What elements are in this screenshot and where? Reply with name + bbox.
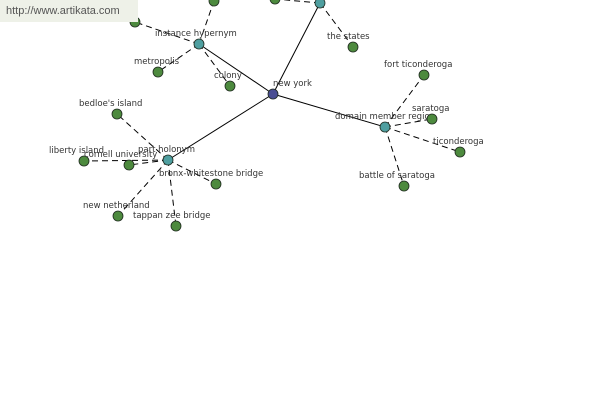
node-circle-saratoga[interactable] (426, 113, 438, 125)
edge-domain-member-region-to-ticonderoga (384, 126, 461, 153)
edge-top-relation-to-the-states (319, 2, 354, 48)
node-top-leaf-2[interactable] (208, 0, 220, 7)
edge-instance-hypernym-to-top-leaf-1 (134, 21, 200, 45)
node-domain-member-region[interactable]: domain member region (335, 112, 435, 133)
node-circle-domain-member-region[interactable] (379, 121, 391, 133)
node-label-part-holonym: part holonym (138, 145, 195, 155)
nodes-layer: new york instance hypernym domain member r… (49, 0, 484, 232)
edge-new-york-to-part-holonym (167, 93, 274, 161)
node-label-saratoga: saratoga (412, 104, 449, 114)
node-bedloes-island[interactable]: bedloe's island (79, 99, 142, 120)
node-circle-part-holonym[interactable] (162, 154, 174, 166)
node-label-new-york: new york (273, 79, 312, 89)
node-label-battle-of-saratoga: battle of saratoga (359, 171, 435, 181)
edge-instance-hypernym-to-top-leaf-2 (198, 0, 215, 45)
edge-part-holonym-to-bedloes-island (116, 113, 169, 161)
node-label-domain-member-region: domain member region (335, 112, 435, 122)
node-tappan-zee-bridge[interactable]: tappan zee bridge (133, 211, 211, 232)
node-circle-new-york[interactable] (267, 88, 279, 100)
node-circle-cornell-university[interactable] (123, 159, 135, 171)
node-label-ticonderoga: ticonderoga (433, 137, 484, 147)
node-circle-top-leaf-3[interactable] (269, 0, 281, 5)
node-circle-ticonderoga[interactable] (454, 146, 466, 158)
watermark-url: http://www.artikata.com (0, 0, 138, 22)
node-top-leaf-3[interactable] (269, 0, 281, 5)
node-label-colony: colony (214, 71, 242, 81)
edge-domain-member-region-to-battle-of-saratoga (384, 126, 405, 187)
node-circle-new-netherland[interactable] (112, 210, 124, 222)
node-top-relation[interactable] (314, 0, 326, 9)
node-label-the-states: the states (327, 32, 370, 42)
node-label-bronx-whitestone-bridge: bronx-whitestone bridge (159, 169, 263, 179)
edge-part-holonym-to-cornell-university (128, 159, 169, 166)
edge-top-relation-to-top-leaf-3 (280, 0, 321, 4)
node-new-york[interactable]: new york (267, 79, 312, 100)
node-circle-the-states[interactable] (347, 41, 359, 53)
node-label-fort-ticonderoga: fort ticonderoga (384, 60, 452, 70)
edge-part-holonym-to-new-netherland (117, 159, 169, 217)
edge-part-holonym-to-liberty-island (83, 159, 169, 162)
node-circle-top-leaf-2[interactable] (208, 0, 220, 7)
node-saratoga[interactable]: saratoga (412, 104, 449, 125)
node-label-new-netherland: new netherland (83, 201, 150, 211)
node-liberty-island[interactable]: liberty island (49, 146, 104, 167)
node-bronx-whitestone-bridge[interactable]: bronx-whitestone bridge (159, 169, 263, 190)
node-label-instance-hypernym: instance hypernym (155, 29, 237, 39)
node-part-holonym[interactable]: part holonym (138, 145, 195, 166)
node-circle-bedloes-island[interactable] (111, 108, 123, 120)
edge-new-york-to-instance-hypernym (198, 43, 274, 95)
node-circle-liberty-island[interactable] (78, 155, 90, 167)
edge-domain-member-region-to-fort-ticonderoga (384, 74, 425, 128)
node-circle-colony[interactable] (224, 80, 236, 92)
node-label-metropolis: metropolis (134, 57, 180, 67)
edge-new-york-to-domain-member-region (272, 93, 386, 128)
node-cornell-university[interactable]: cornell university (84, 150, 157, 171)
node-metropolis[interactable]: metropolis (134, 57, 180, 78)
node-circle-tappan-zee-bridge[interactable] (170, 220, 182, 232)
node-battle-of-saratoga[interactable]: battle of saratoga (359, 171, 435, 192)
node-circle-metropolis[interactable] (152, 66, 164, 78)
edge-new-york-to-top-relation (272, 2, 321, 95)
node-ticonderoga[interactable]: ticonderoga (433, 137, 484, 158)
node-label-tappan-zee-bridge: tappan zee bridge (133, 211, 211, 221)
node-label-cornell-university: cornell university (84, 150, 157, 160)
node-label-bedloes-island: bedloe's island (79, 99, 142, 109)
node-circle-fort-ticonderoga[interactable] (418, 69, 430, 81)
edge-domain-member-region-to-saratoga (384, 118, 433, 128)
node-instance-hypernym[interactable]: instance hypernym (155, 29, 237, 50)
edges-layer (83, 0, 461, 227)
node-circle-bronx-whitestone-bridge[interactable] (210, 178, 222, 190)
node-circle-battle-of-saratoga[interactable] (398, 180, 410, 192)
node-circle-instance-hypernym[interactable] (193, 38, 205, 50)
node-fort-ticonderoga[interactable]: fort ticonderoga (384, 60, 452, 81)
edge-part-holonym-to-tappan-zee-bridge (167, 159, 177, 227)
node-the-states[interactable]: the states (327, 32, 370, 53)
node-label-liberty-island: liberty island (49, 146, 104, 156)
node-new-netherland[interactable]: new netherland (83, 201, 150, 222)
edge-instance-hypernym-to-metropolis (157, 43, 200, 73)
node-circle-top-relation[interactable] (314, 0, 326, 9)
node-colony[interactable]: colony (214, 71, 242, 92)
edge-instance-hypernym-to-colony (198, 43, 231, 87)
edge-part-holonym-to-bronx-whitestone-bridge (167, 159, 217, 185)
